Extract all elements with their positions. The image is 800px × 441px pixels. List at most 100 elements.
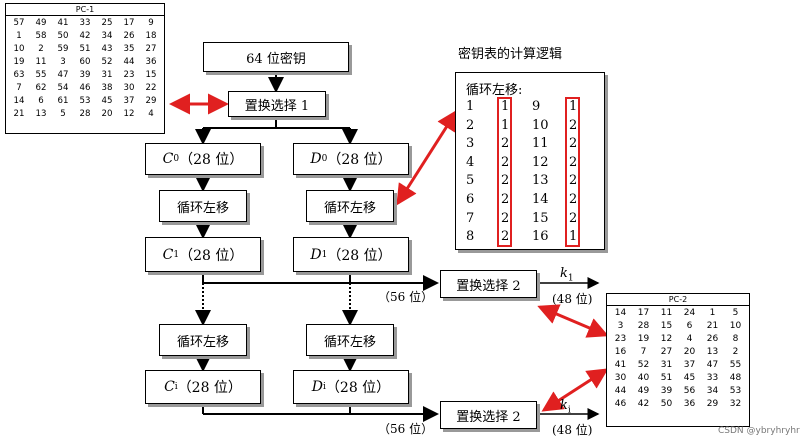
- pc1-cell: 58: [35, 31, 47, 41]
- pc1-cell: 49: [35, 18, 47, 28]
- schedule-right-rounds: 15: [532, 210, 549, 226]
- pc2-cell: 49: [637, 386, 650, 396]
- pc2-cell: 52: [637, 360, 650, 370]
- pc2-cell: 24: [683, 308, 696, 318]
- schedule-left-shifts: 1: [501, 117, 510, 133]
- pc1-cell: 12: [123, 109, 135, 119]
- c1-symbol: C: [162, 246, 174, 263]
- pc2-box-i: 置换选择 2: [440, 401, 537, 429]
- pc1-cell: 35: [123, 44, 135, 54]
- pc1-cell: 26: [123, 31, 135, 41]
- pc1-cell: 60: [79, 57, 91, 67]
- pc1-cell: 59: [57, 44, 69, 54]
- pc2-cell: 47: [706, 360, 719, 370]
- pc1-cell: 44: [123, 57, 135, 67]
- pc1-cell: 10: [13, 44, 25, 54]
- pc1-box: 置换选择 1: [228, 91, 326, 117]
- pc1-cell: 55: [35, 70, 47, 80]
- pc1-cell: 27: [145, 44, 157, 54]
- schedule-right-rounds: 13: [532, 173, 549, 189]
- d0-symbol: D: [310, 151, 322, 167]
- pc2-cell: 32: [729, 399, 742, 409]
- k1-sub: 1: [567, 273, 574, 284]
- pc2-cell: 10: [729, 321, 742, 331]
- d1-sub: 1: [321, 249, 328, 260]
- pc1-cell: 39: [79, 70, 91, 80]
- pc1-cell: 47: [57, 70, 69, 80]
- pc2-cell: 31: [660, 360, 673, 370]
- ki-symbol: k: [560, 398, 568, 413]
- pc2-cell: 30: [614, 373, 627, 383]
- pc1-cell: 14: [13, 96, 25, 106]
- pc2-cell: 11: [660, 308, 673, 318]
- pc2-cell: 2: [732, 347, 739, 357]
- pc1-cell: 45: [101, 96, 113, 106]
- pc2-cell: 51: [660, 373, 673, 383]
- schedule-right-rounds: 10: [532, 117, 549, 133]
- rotate-d1-label: 循环左移: [323, 200, 376, 216]
- pc2-cell: 5: [732, 308, 739, 318]
- pc1-cell: 54: [57, 83, 69, 93]
- pc1-cell: 51: [79, 44, 91, 54]
- schedule-right-shifts: 2: [569, 154, 578, 170]
- ki-bits: (48 位): [552, 423, 593, 437]
- pc1-cell: 29: [145, 96, 157, 106]
- schedule-left-rounds: 4: [466, 154, 475, 170]
- bits56-label-1: （56 位）: [378, 290, 434, 304]
- schedule-left-rounds: 7: [466, 210, 475, 226]
- pc1-cell: 46: [79, 83, 91, 93]
- schedule-left-shifts: 1: [501, 99, 510, 114]
- schedule-right-shifts: 2: [569, 210, 578, 226]
- pc1-cell: 34: [101, 31, 113, 41]
- pc1-cell: 4: [148, 109, 154, 119]
- di-symbol: D: [311, 379, 324, 395]
- pc1-cell: 20: [101, 109, 113, 119]
- pc1-cell: 30: [123, 83, 135, 93]
- pc1-cell: 15: [145, 70, 157, 80]
- key64-label: 64 位密钥: [246, 51, 306, 67]
- pc2-cell: 53: [729, 386, 742, 396]
- pc2-cell: 8: [732, 334, 739, 344]
- ki-sub: i: [567, 405, 571, 416]
- pc2-cell: 19: [637, 334, 650, 344]
- red-arrow-pc2-1: [537, 304, 609, 338]
- pc2-cell: 39: [660, 386, 673, 396]
- pc1-cell: 28: [79, 109, 91, 119]
- schedule-left-shifts: 2: [501, 229, 510, 245]
- ki-label: ki: [560, 398, 571, 416]
- red-arrow-schedule: [396, 109, 458, 206]
- c0-sub: 0: [173, 154, 180, 164]
- rotate-c1-label: 循环左移: [176, 200, 229, 216]
- pc1-cell: 33: [79, 18, 91, 28]
- rotate-ci-label: 循环左移: [176, 334, 229, 350]
- schedule-left-rounds: 6: [466, 192, 475, 207]
- d0-sub: 0: [321, 154, 328, 164]
- pc1-cell: 17: [123, 18, 135, 28]
- pc2-cell: 44: [614, 386, 627, 396]
- pc1-cell: 36: [145, 57, 157, 67]
- pc2-cell: 37: [683, 360, 696, 370]
- pc2-cell: 41: [614, 360, 627, 370]
- pc2-cell: 48: [729, 373, 742, 383]
- c1-bits: （28 位）: [179, 247, 244, 264]
- schedule-heading: 密钥表的计算逻辑: [458, 47, 563, 62]
- pc1-cell: 21: [13, 109, 25, 119]
- pc2-cell: 26: [706, 334, 719, 344]
- pc1-cell: 5: [60, 109, 66, 119]
- schedule-right-shifts: 1: [569, 229, 578, 245]
- pc1-cell: 11: [35, 57, 47, 67]
- schedule-right-rounds: 16: [532, 229, 549, 245]
- pc1-cell: 52: [101, 57, 113, 67]
- schedule-left-shifts: 2: [501, 136, 510, 152]
- pc2-cell: 13: [706, 347, 719, 357]
- pc2-box-1: 置换选择 2: [440, 270, 537, 298]
- pc2-cell: 20: [683, 347, 696, 357]
